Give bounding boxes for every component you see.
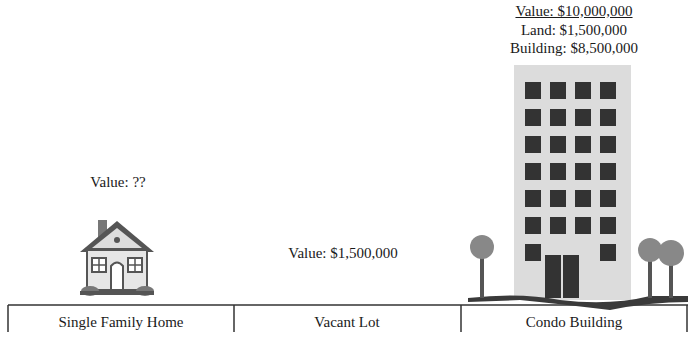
house-icon xyxy=(80,220,154,296)
window xyxy=(525,244,541,261)
window xyxy=(575,136,591,153)
window xyxy=(575,190,591,207)
window xyxy=(525,82,541,99)
window xyxy=(550,190,566,207)
window xyxy=(550,136,566,153)
window xyxy=(525,109,541,126)
section-axis xyxy=(8,305,688,332)
section-label: Condo Building xyxy=(526,314,622,331)
value-label: Value: $10,000,000 xyxy=(515,3,632,20)
condo-building xyxy=(468,65,688,310)
window xyxy=(525,190,541,207)
window xyxy=(525,136,541,153)
window xyxy=(575,82,591,99)
window xyxy=(600,244,616,261)
value-label: Building: $8,500,000 xyxy=(510,40,638,57)
window xyxy=(525,217,541,234)
value-label: Land: $1,500,000 xyxy=(521,22,627,39)
section-label: Vacant Lot xyxy=(314,314,379,331)
window xyxy=(550,109,566,126)
value-label: Value: $1,500,000 xyxy=(288,245,398,262)
window xyxy=(550,82,566,99)
window xyxy=(550,217,566,234)
section-label: Single Family Home xyxy=(59,314,184,331)
window xyxy=(600,163,616,180)
value-label: Value: ?? xyxy=(90,174,145,191)
window xyxy=(600,217,616,234)
window xyxy=(600,109,616,126)
window xyxy=(600,82,616,99)
window xyxy=(600,190,616,207)
window xyxy=(550,163,566,180)
window xyxy=(575,163,591,180)
window xyxy=(575,109,591,126)
window xyxy=(525,163,541,180)
window xyxy=(575,217,591,234)
window xyxy=(600,136,616,153)
